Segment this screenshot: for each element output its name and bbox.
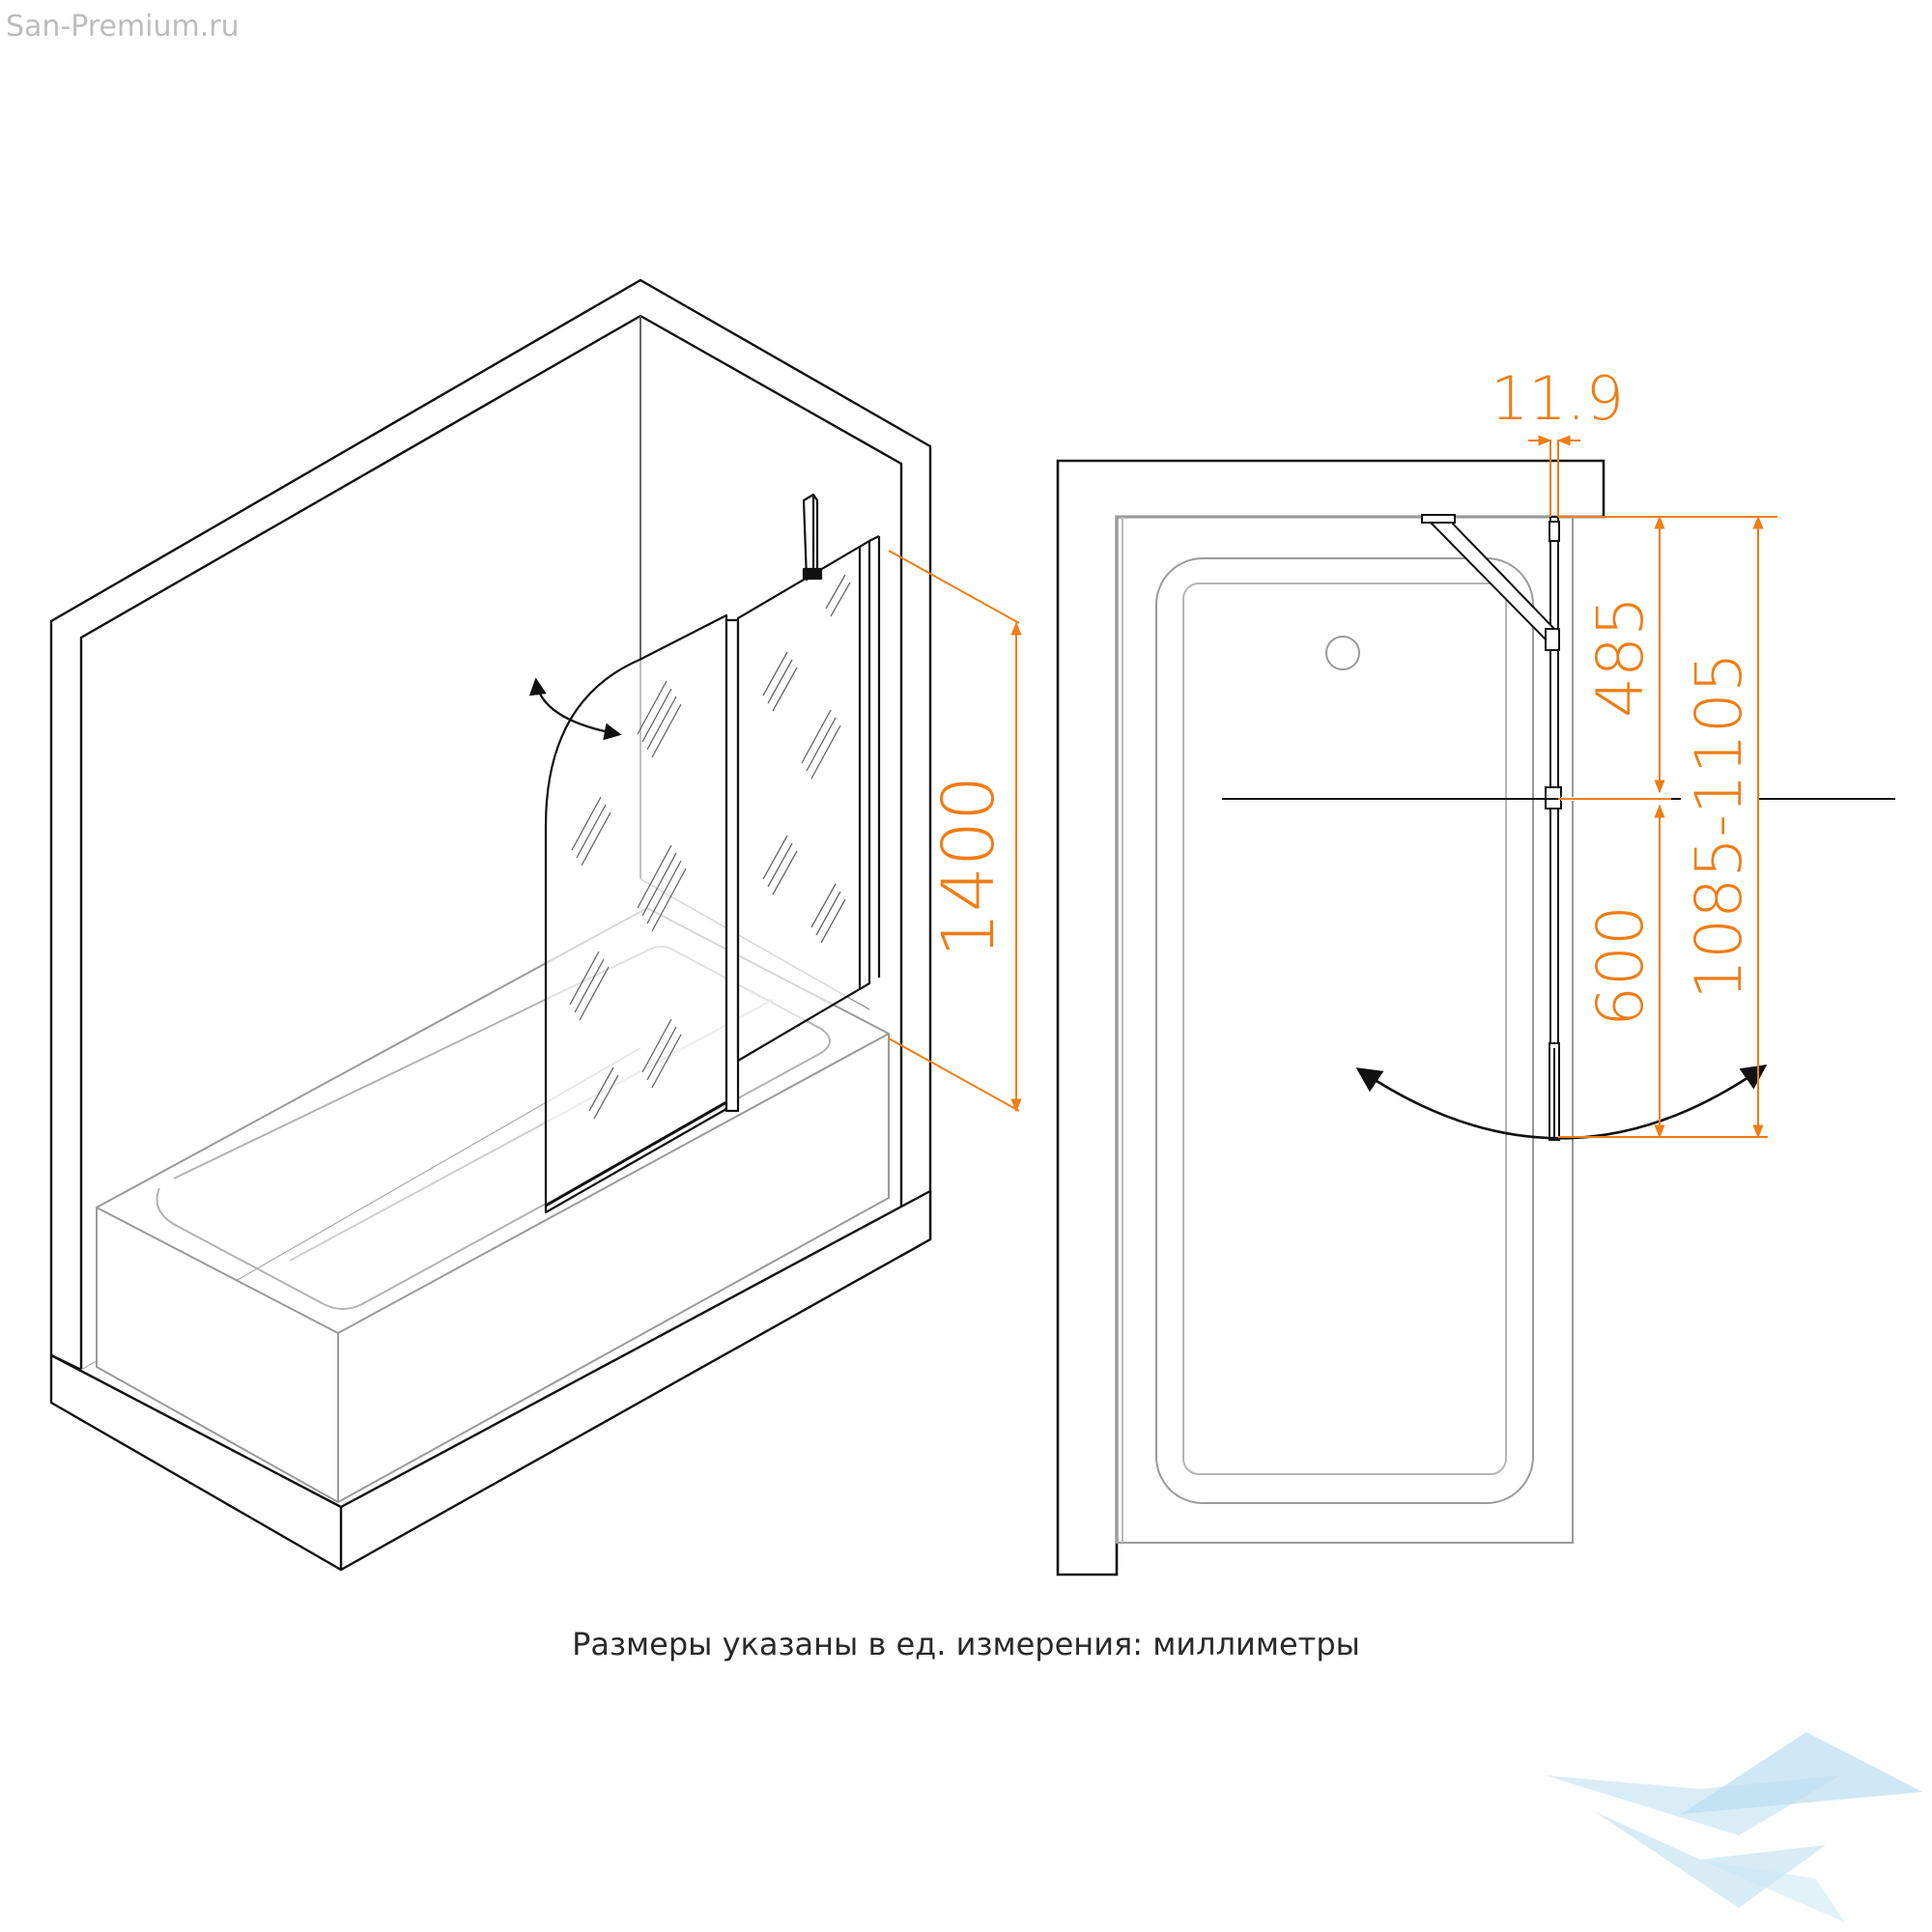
iso-rotation-arrow-icon	[528, 677, 622, 741]
units-caption: Размеры указаны в ед. измерения: миллиме…	[572, 1626, 1360, 1662]
iso-floor	[49, 1189, 932, 1572]
dimension-thickness	[1528, 435, 1580, 517]
dimension-total-label: 1085-1105	[1682, 652, 1756, 1000]
source-watermark: San-Premium.ru	[6, 10, 240, 43]
iso-glass-screen	[544, 493, 881, 1214]
dimension-panels	[1558, 515, 1768, 1139]
plan-view: 11.9 485 600 1085-1105	[1056, 363, 1895, 1577]
dimension-thickness-label: 11.9	[1491, 363, 1624, 434]
plan-screen	[1421, 514, 1562, 1141]
glass-pattern	[569, 574, 851, 1120]
plan-walls	[1056, 459, 1605, 1577]
dimension-door-label: 600	[1583, 905, 1658, 1027]
dimension-height-label: 1400	[927, 776, 1010, 957]
dimension-height	[888, 550, 1022, 1113]
dimension-fixed-panel-label: 485	[1583, 596, 1658, 718]
drain-icon	[1325, 636, 1360, 670]
dimension-total	[1613, 515, 1777, 1139]
plan-rotation-arrow-icon	[1355, 1065, 1768, 1140]
brand-logo-icon	[1546, 1732, 1922, 1922]
isometric-view: 1400	[49, 278, 1022, 1572]
plan-bathtub	[1116, 516, 1574, 1544]
